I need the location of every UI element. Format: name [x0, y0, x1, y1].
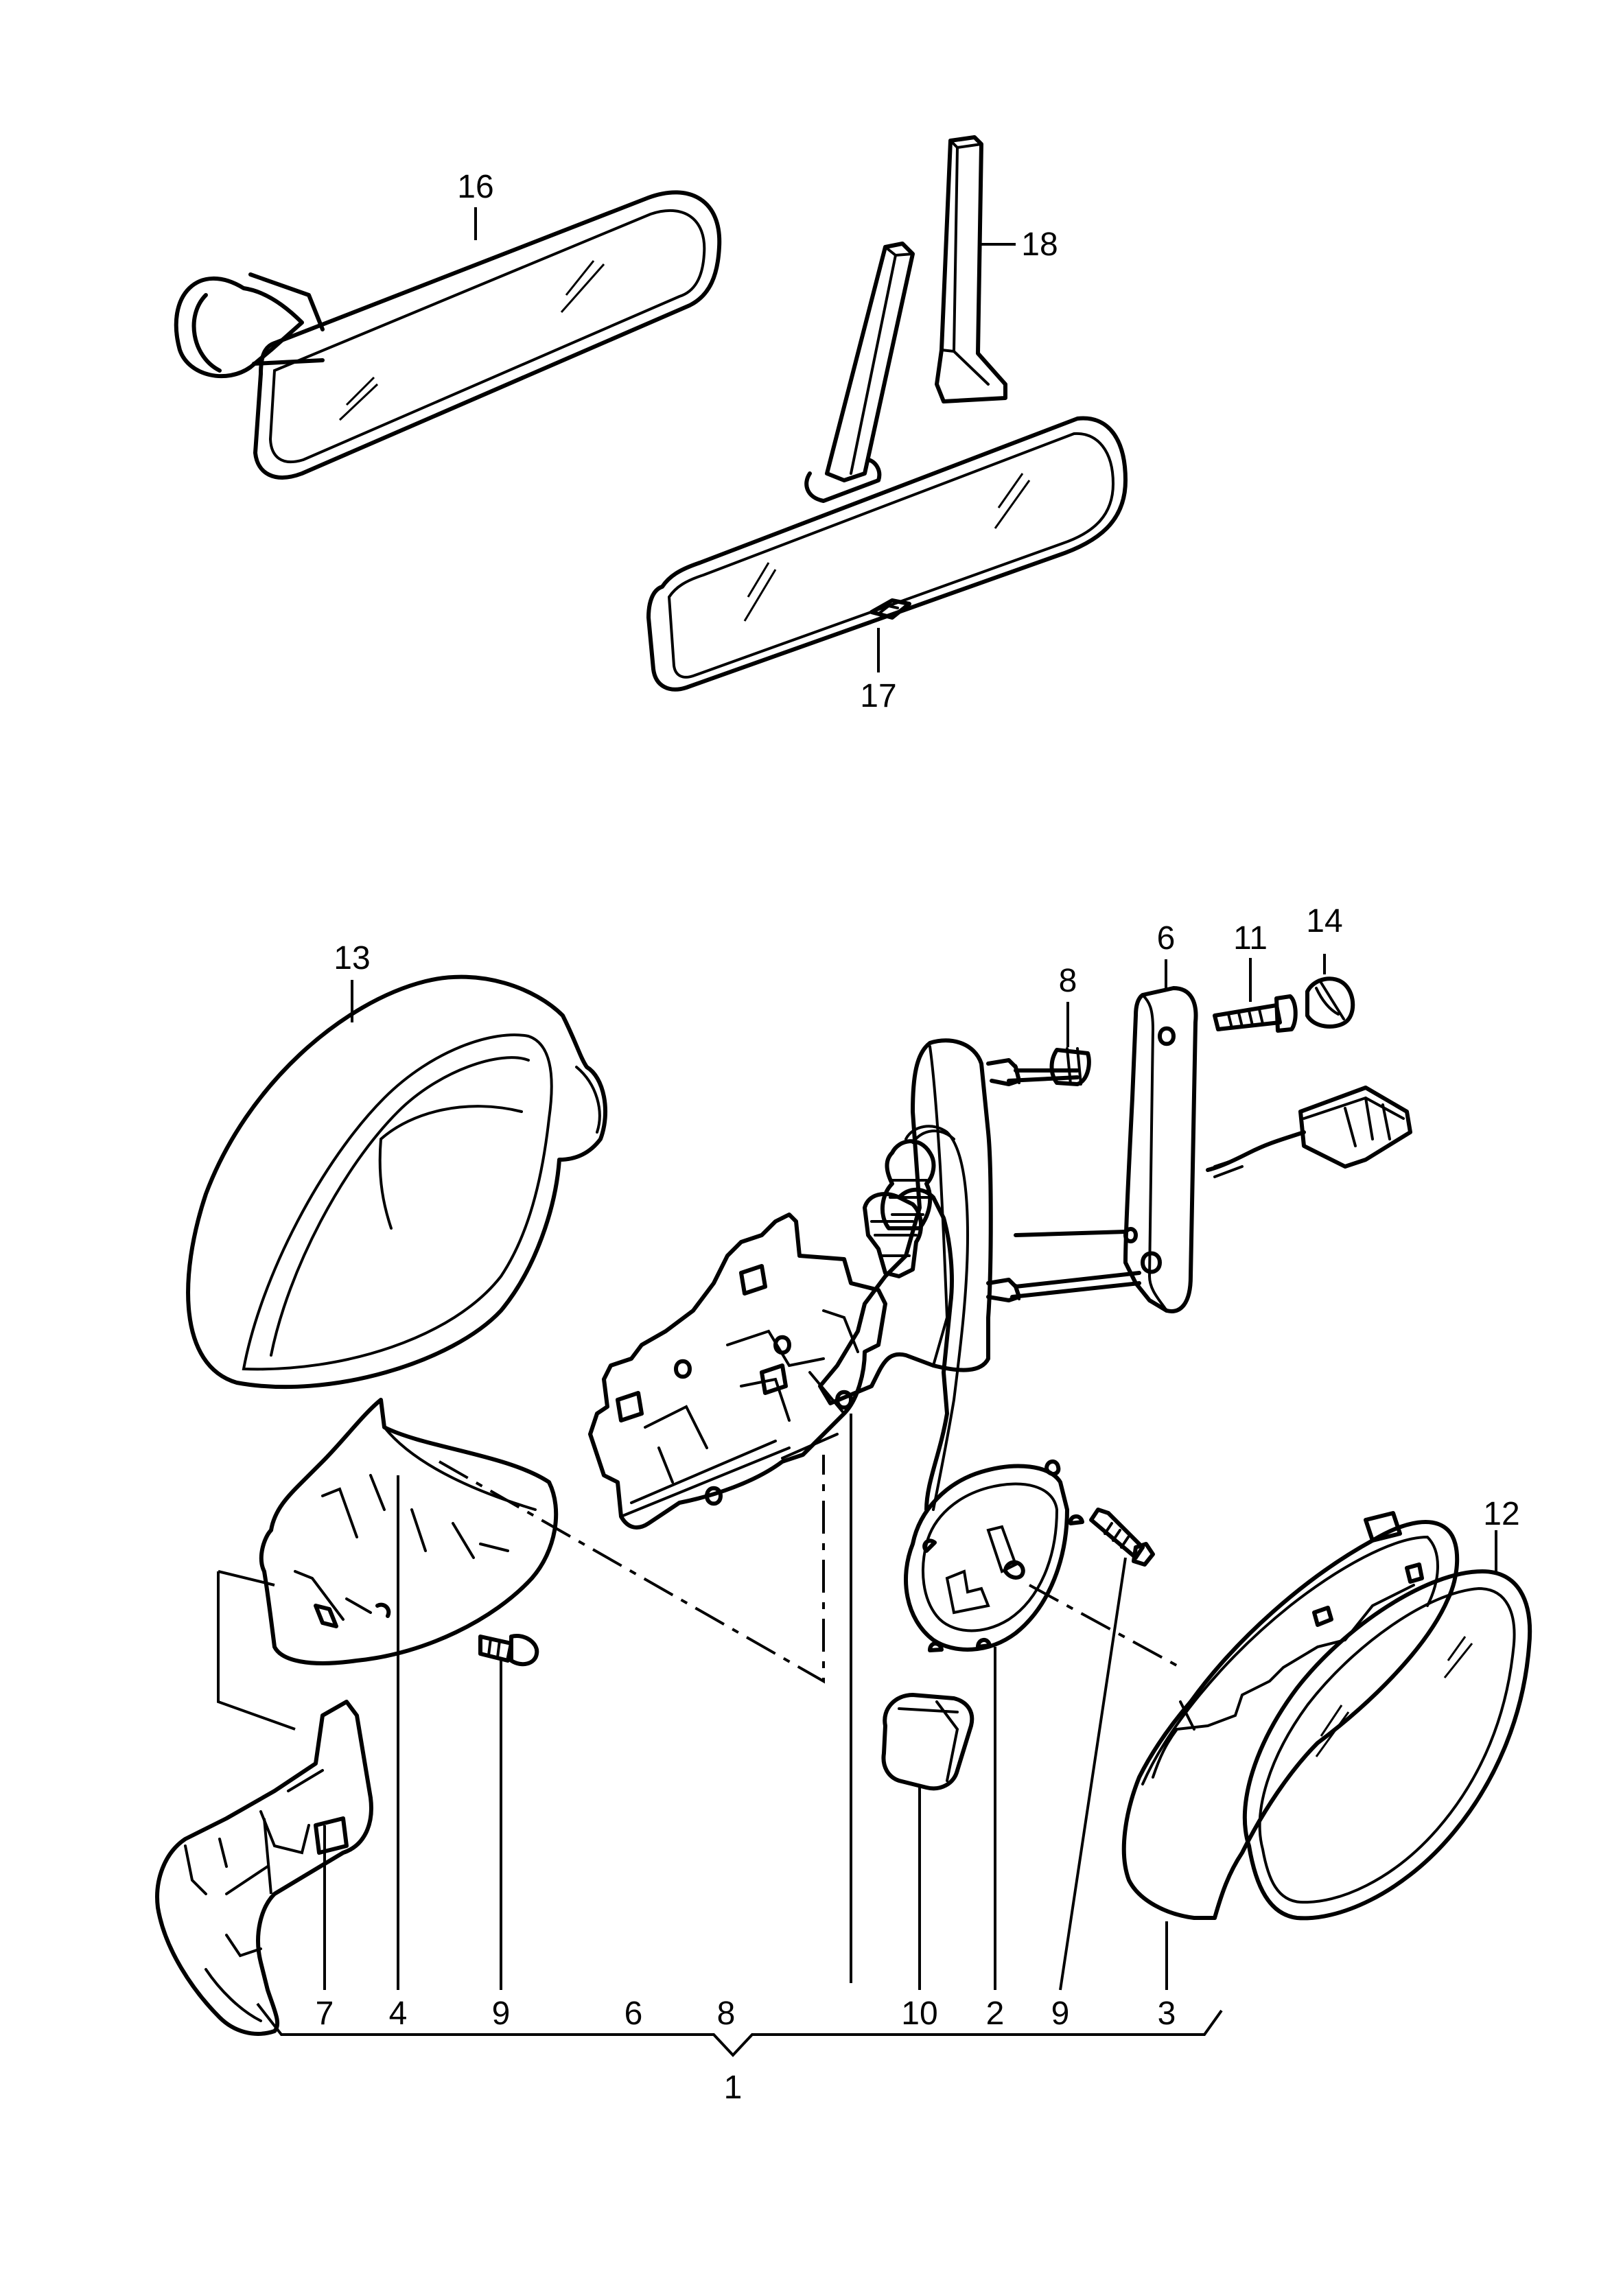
nut-14[interactable] [1305, 976, 1355, 1029]
mirror-stem-18[interactable] [935, 135, 1007, 403]
callout-2: 2 [986, 1995, 1005, 2032]
callout-8-upper: 8 [1059, 963, 1077, 999]
mirror-housing-cap-13[interactable] [186, 974, 608, 1389]
lower-cover-4[interactable] [259, 1398, 559, 1665]
interior-mirror-17[interactable] [646, 242, 1128, 692]
callout-10: 10 [901, 1995, 937, 2032]
callout-9-left: 9 [492, 1995, 511, 2032]
callout-9-right: 9 [1051, 1995, 1070, 2032]
light-lens-10[interactable] [881, 1693, 974, 1791]
mirror-base-bracket[interactable] [588, 1038, 1141, 1530]
callout-17: 17 [860, 678, 896, 714]
mirror-glass-12[interactable] [1242, 1569, 1532, 1921]
callout-1: 1 [724, 2070, 743, 2106]
screw-9b[interactable] [1089, 1508, 1155, 1567]
leader-lines [217, 207, 1497, 2057]
glass-carrier-3[interactable] [1121, 1511, 1460, 1920]
callout-14: 14 [1306, 903, 1342, 939]
interior-mirror-16[interactable] [174, 190, 722, 480]
callout-13: 13 [334, 940, 370, 976]
gasket-6[interactable] [1123, 986, 1198, 1313]
callout-3: 3 [1158, 1995, 1176, 2032]
callout-11: 11 [1233, 920, 1268, 957]
adjustment-motor-2[interactable] [904, 1460, 1084, 1652]
callout-6-lower: 6 [625, 1995, 643, 2032]
callout-12: 12 [1483, 1496, 1519, 1532]
callout-7: 7 [316, 1995, 334, 2032]
grommet-8[interactable] [1049, 1047, 1091, 1086]
callout-16: 16 [457, 169, 493, 205]
callout-8-lower: 8 [717, 1995, 736, 2032]
callout-labels: 16 18 17 13 8 6 11 14 12 7 4 9 6 8 10 2 … [316, 169, 1520, 2106]
turn-signal-7[interactable] [155, 1700, 373, 2036]
wiring-connector[interactable] [1206, 1086, 1412, 1178]
screw-11[interactable] [1213, 994, 1298, 1033]
assembly-lines [439, 1433, 1181, 1684]
callout-4: 4 [389, 1995, 408, 2032]
callout-18: 18 [1021, 226, 1058, 263]
callout-6-upper: 6 [1157, 920, 1176, 957]
screw-9a[interactable] [478, 1634, 539, 1667]
